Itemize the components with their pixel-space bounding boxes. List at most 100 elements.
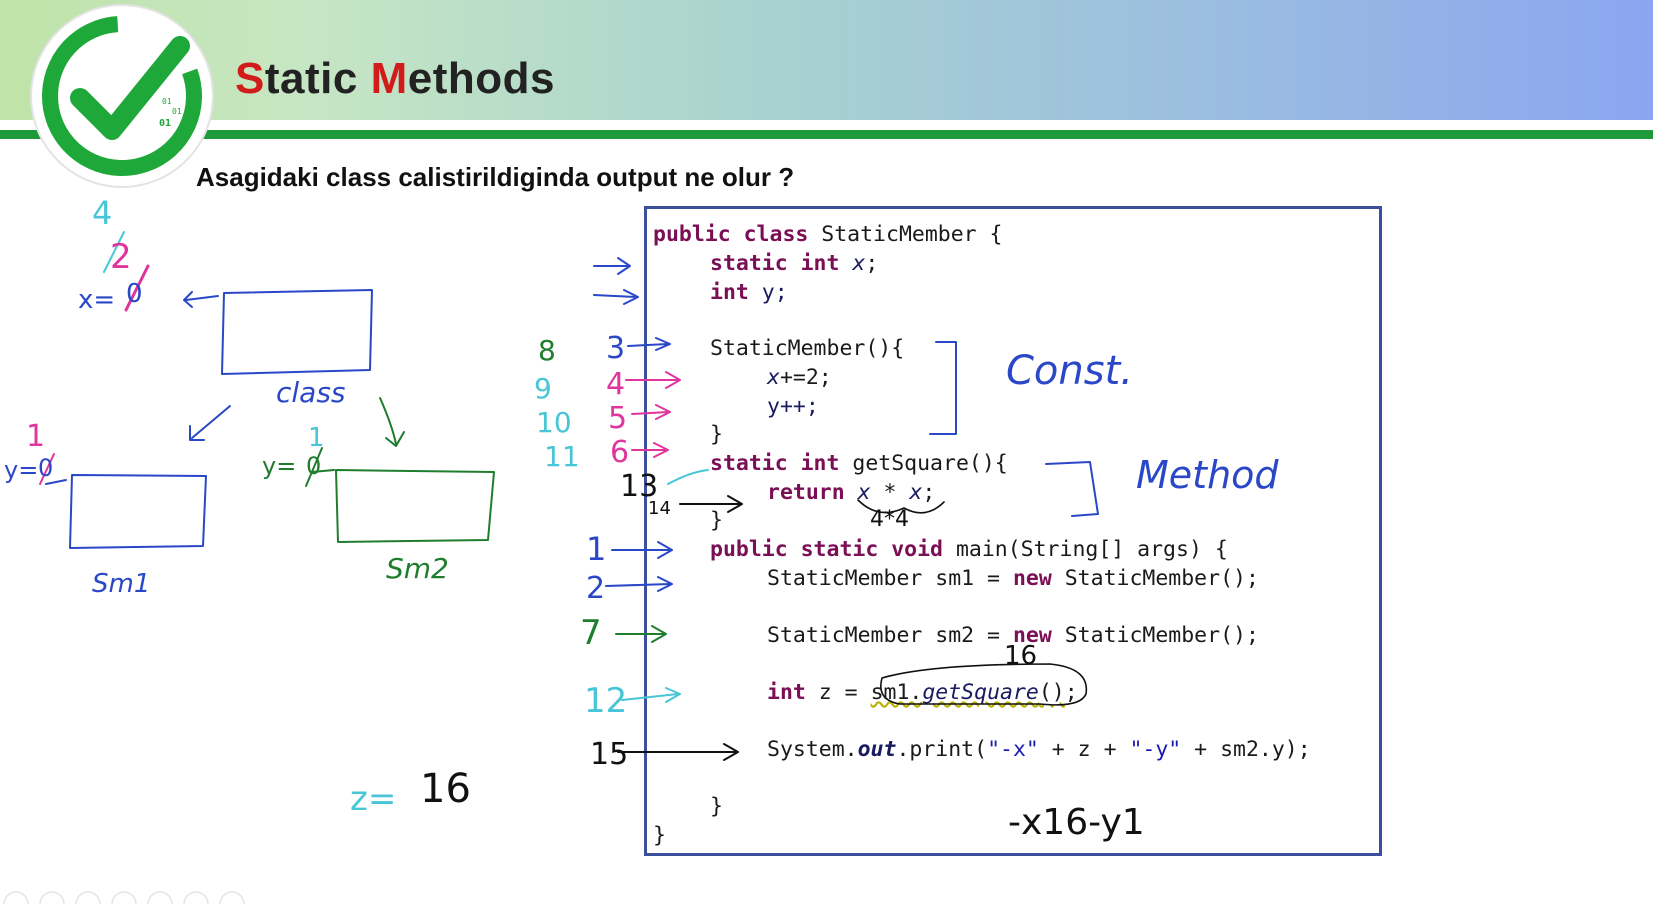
strike-x-zero <box>124 264 150 312</box>
code-text: ; <box>1064 680 1078 705</box>
strike-x-two <box>103 231 125 273</box>
code-line-12: StaticMember sm1 = new StaticMember(); <box>767 566 1259 592</box>
code-var: x <box>767 365 780 390</box>
code-string: "-x" <box>987 737 1039 762</box>
x-value-zero: 0 <box>126 279 143 309</box>
const-label: Const. <box>1006 348 1133 394</box>
class-box-drawing <box>221 289 373 375</box>
nav-dot-icon[interactable] <box>219 891 245 904</box>
return-calc: 4*4 <box>870 507 909 532</box>
y-left-value-zero: 0 <box>38 454 53 482</box>
code-text: z = <box>818 680 871 705</box>
step-number-15: 15 <box>590 737 628 772</box>
return-arc <box>857 499 945 514</box>
code-line-6: y++; <box>767 394 819 419</box>
slide-nav-dots <box>3 891 245 904</box>
logo: 01 01 01 <box>32 6 212 186</box>
step-number-12: 12 <box>584 681 627 721</box>
checkmark-logo-icon: 01 01 01 <box>42 16 202 176</box>
code-text: ; <box>865 251 879 276</box>
code-line-4: StaticMember(){ <box>710 336 905 361</box>
code-text: StaticMember { <box>821 222 1003 247</box>
nav-dot-icon[interactable] <box>111 891 137 904</box>
question-text: Asagidaki class calistirildiginda output… <box>196 162 795 192</box>
arrow-to-y-right <box>311 469 335 473</box>
step-number-13: 13 <box>620 469 658 504</box>
arrow-to-x <box>185 295 219 301</box>
code-text: + sm2.y); <box>1181 737 1311 762</box>
step-number-4: 4 <box>606 367 625 402</box>
code-text: main(String[] args) { <box>955 537 1228 562</box>
code-text: .print( <box>896 737 988 762</box>
code-panel: public class StaticMember { static int x… <box>644 206 1382 856</box>
header-divider-green <box>0 130 1653 139</box>
header-divider-white <box>0 120 1653 130</box>
code-line-1: public class StaticMember { <box>653 222 1003 248</box>
sm2-label: Sm2 <box>386 552 449 585</box>
step-number-6: 6 <box>610 435 629 470</box>
code-text: sm1. <box>870 680 923 705</box>
step-number-5: 5 <box>608 401 627 436</box>
x-value-two: 2 <box>110 237 132 277</box>
method-label: Method <box>1136 453 1279 497</box>
code-var: x <box>857 480 871 505</box>
code-line-11: public static void main(String[] args) { <box>710 537 1228 563</box>
step-number-9: 9 <box>534 372 552 405</box>
code-var: x <box>909 480 923 505</box>
code-keyword: new <box>1012 623 1052 648</box>
code-text: StaticMember sm2 = <box>767 623 1013 648</box>
step-number-3: 3 <box>606 331 625 366</box>
arrow-step-1 <box>611 541 673 559</box>
code-keyword: public static void <box>710 537 956 562</box>
y-right-value-one: 1 <box>308 423 325 453</box>
code-line-3: int y; <box>710 280 788 306</box>
strike-y-left <box>39 453 55 485</box>
call-highlight-bubble <box>880 663 1088 706</box>
title-letter-s: S <box>235 54 265 103</box>
arrow-step-15 <box>617 743 739 761</box>
title-word-methods: ethods <box>407 54 555 103</box>
code-text: () <box>1038 680 1065 705</box>
z-value: 16 <box>420 766 471 812</box>
class-label: class <box>276 376 346 409</box>
output-answer: -x16-y1 <box>1008 802 1145 843</box>
code-text: * <box>870 480 910 505</box>
nav-dot-icon[interactable] <box>147 891 173 904</box>
arrow-step-14 <box>679 495 743 513</box>
code-text: getSquare(){ <box>852 451 1008 476</box>
nav-dot-icon[interactable] <box>3 891 29 904</box>
step-number-7: 7 <box>580 613 602 653</box>
nav-dot-icon[interactable] <box>39 891 65 904</box>
code-field: out <box>857 737 897 762</box>
code-keyword: new <box>1012 566 1052 591</box>
code-line-10: } <box>710 508 723 533</box>
code-keyword: return <box>767 480 858 505</box>
code-text: StaticMember sm1 = <box>767 566 1013 591</box>
slide-header-banner <box>0 0 1653 120</box>
logo-bits-3: 01 <box>159 118 171 129</box>
arrow-step-static-x <box>593 257 631 275</box>
nav-dot-icon[interactable] <box>183 891 209 904</box>
arrow-to-y-left <box>45 479 67 485</box>
code-keyword: static int <box>710 451 853 476</box>
code-keyword: static int <box>710 251 853 276</box>
arrow-step-4 <box>625 371 681 389</box>
arrow-step-3 <box>627 337 671 351</box>
code-var: x <box>852 251 866 276</box>
const-bracket <box>929 341 957 435</box>
nav-dot-icon[interactable] <box>75 891 101 904</box>
arrow-to-sm1 <box>189 405 231 441</box>
code-line-16: } <box>710 794 723 819</box>
arrow-step-5 <box>631 404 671 420</box>
sm1-label: Sm1 <box>92 569 150 599</box>
sm2-box-drawing <box>335 469 495 543</box>
code-keyword: int <box>710 280 762 305</box>
arrow-step-int-y <box>593 289 639 305</box>
code-text: StaticMember(); <box>1051 566 1259 591</box>
y-left-value-one: 1 <box>26 419 45 454</box>
title-letter-m: M <box>370 54 408 103</box>
arrow-step-6 <box>631 442 669 458</box>
strike-y-right <box>305 447 323 487</box>
code-text: System. <box>767 737 858 762</box>
